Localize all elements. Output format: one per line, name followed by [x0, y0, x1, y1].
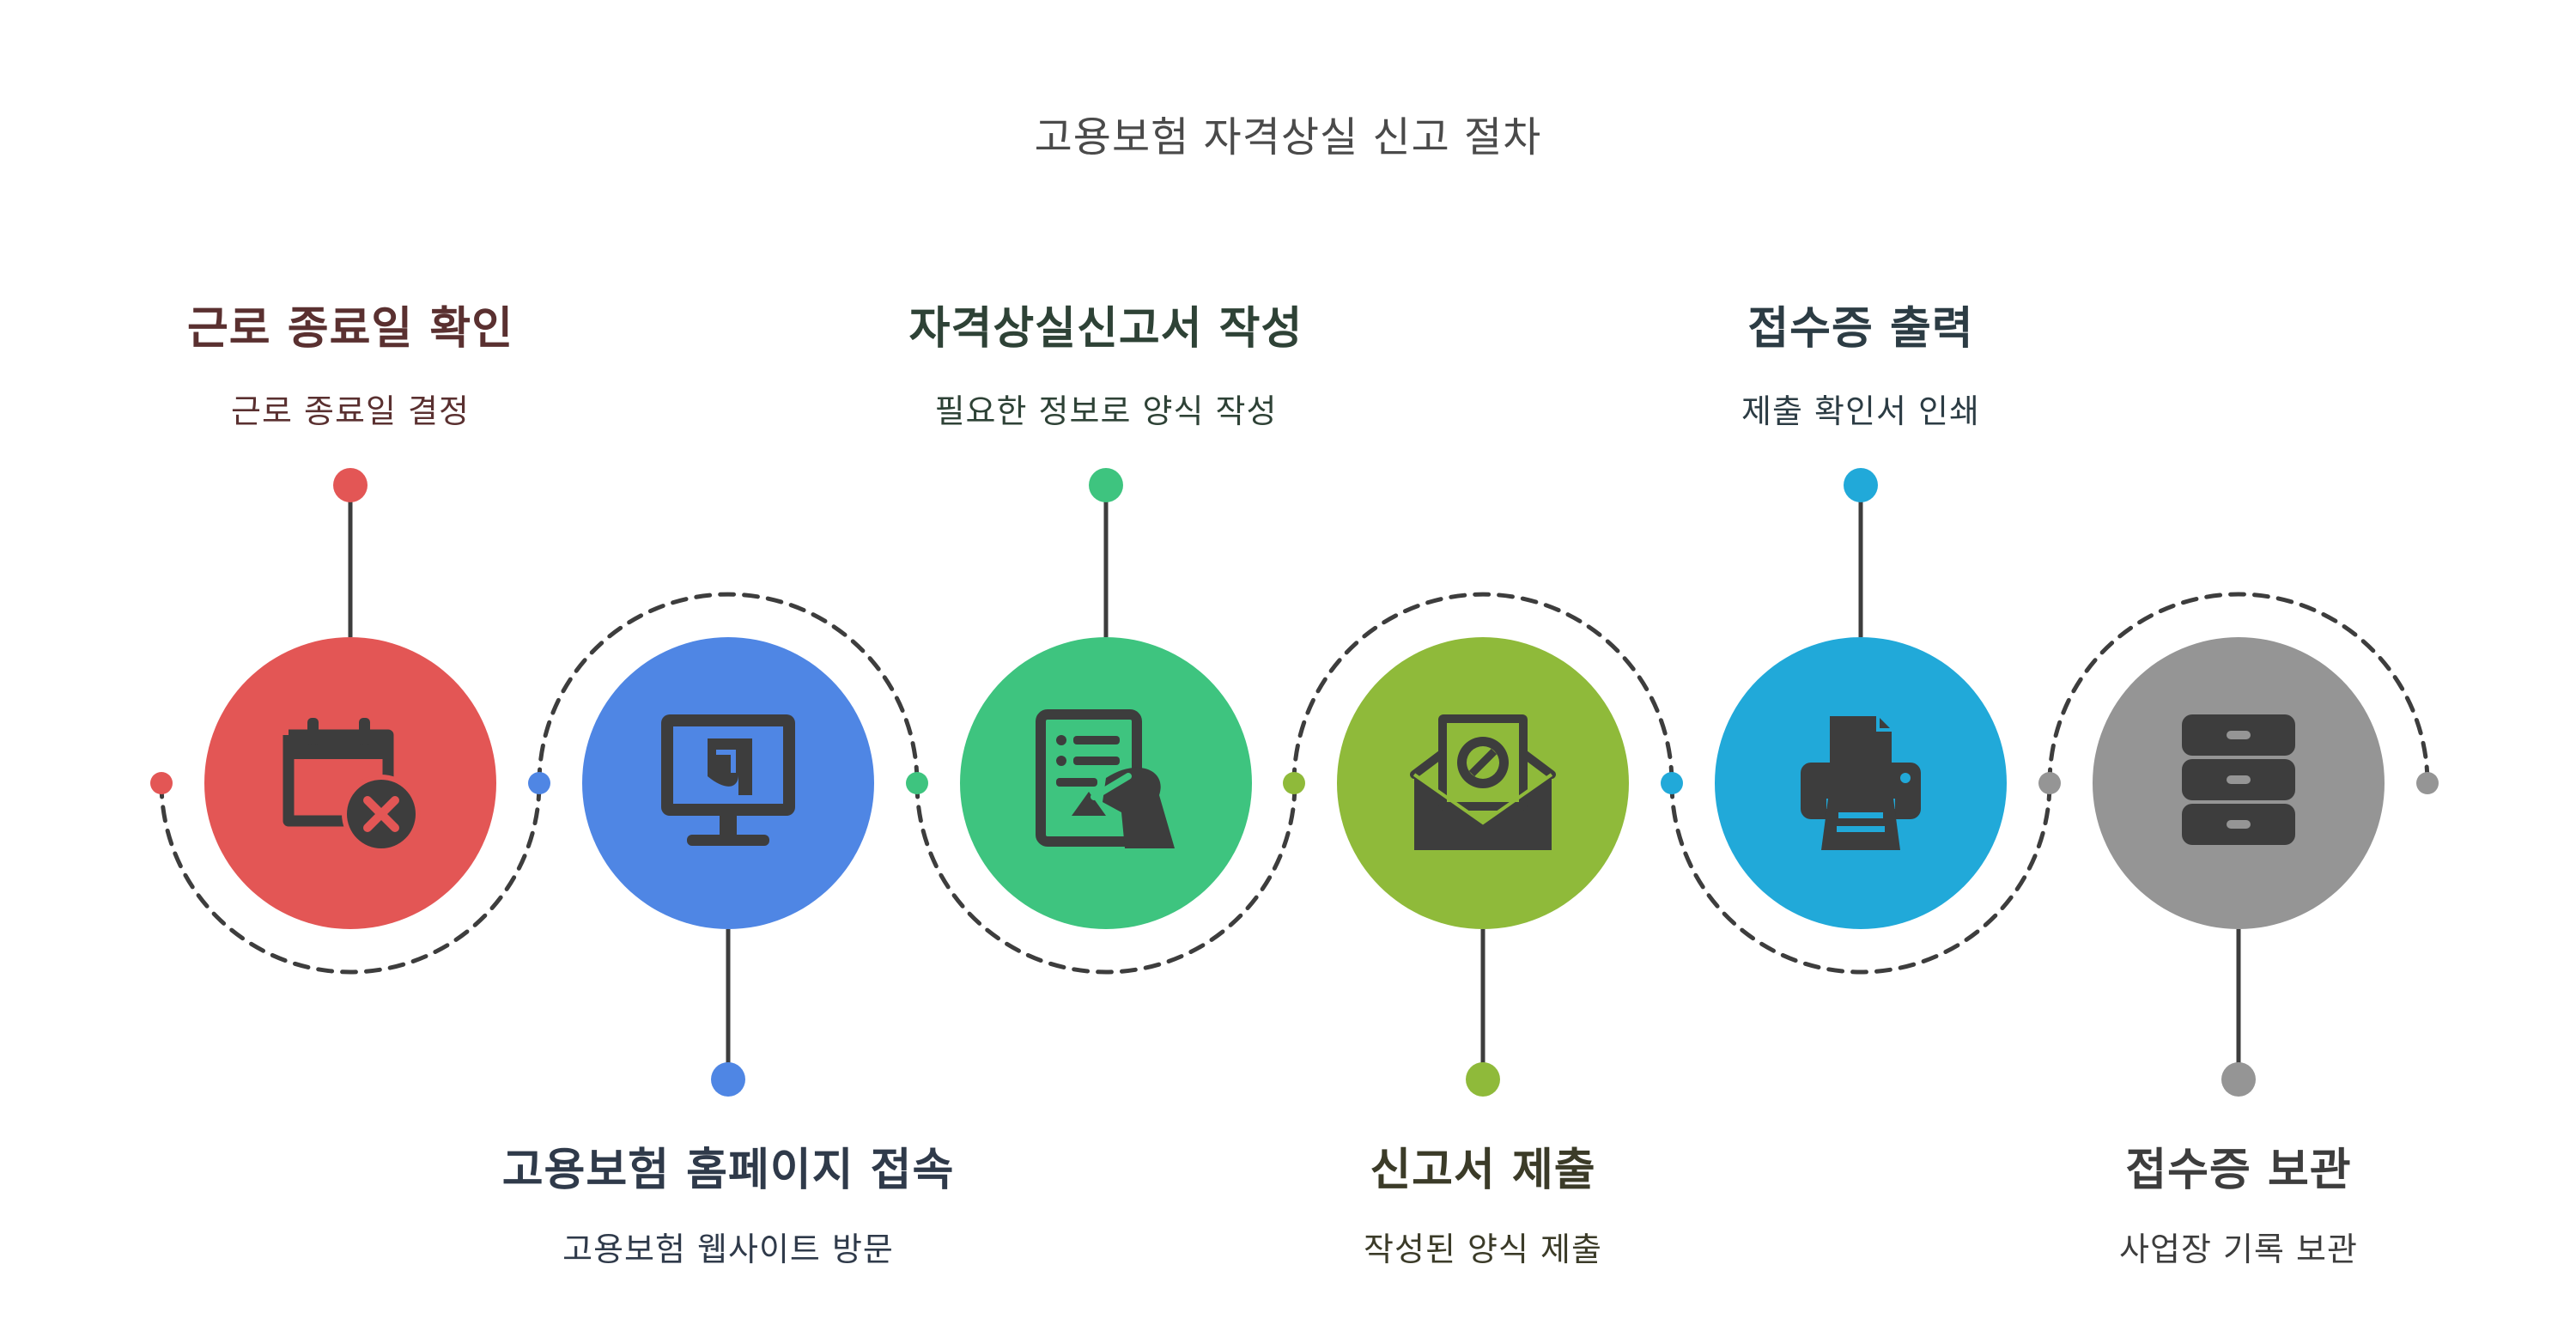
- step-title: 신고서 제출: [1370, 1145, 1596, 1196]
- step-description: 사업장 기록 보관: [2119, 1231, 2358, 1268]
- dashed-connector-arc: [537, 592, 920, 786]
- junction-dot: [1283, 772, 1305, 794]
- envelope-icon: [1410, 714, 1556, 850]
- dashed-connector-arc: [2047, 592, 2430, 786]
- monitor-icon: [661, 714, 795, 846]
- step-description: 작성된 양식 제출: [1364, 1231, 1602, 1268]
- dashed-connector-arc: [1291, 592, 1674, 786]
- step-title: 접수증 보관: [2125, 1145, 2352, 1196]
- dashed-connector-arc: [159, 781, 542, 975]
- step-description: 고용보험 웹사이트 방문: [562, 1231, 894, 1268]
- junction-dot: [2038, 772, 2061, 794]
- printer-icon: [1801, 716, 1921, 850]
- step-stem-dot: [1089, 468, 1123, 502]
- step-title: 근로 종료일 확인: [186, 303, 514, 355]
- step-description: 필요한 정보로 양식 작성: [934, 392, 1278, 430]
- junction-dot: [1661, 772, 1683, 794]
- step-description: 근로 종료일 결정: [231, 392, 470, 430]
- dashed-connector-arc: [914, 781, 1297, 975]
- calendar-x-icon: [283, 718, 421, 854]
- step-stem-dot: [333, 468, 368, 502]
- junction-dot: [528, 772, 550, 794]
- step-stem-dot: [1466, 1062, 1500, 1097]
- form-signing-icon: [1036, 709, 1175, 848]
- step-description: 제출 확인서 인쇄: [1741, 392, 1980, 430]
- step-stem-dot: [2221, 1062, 2256, 1097]
- dashed-connector-arc: [1669, 781, 2052, 975]
- step-title: 접수증 출력: [1747, 303, 1974, 355]
- step-stem-dot: [1844, 468, 1878, 502]
- junction-dot-end: [2416, 772, 2439, 794]
- step-circle: [204, 637, 496, 929]
- junction-dot: [150, 772, 173, 794]
- junction-dot: [906, 772, 928, 794]
- file-cabinet-icon: [2182, 714, 2295, 845]
- step-stem-dot: [711, 1062, 745, 1097]
- step-title: 고용보험 홈페이지 접속: [501, 1145, 955, 1196]
- step-title: 자격상실신고서 작성: [908, 303, 1303, 355]
- page-title: 고용보험 자격상실 신고 절차: [1034, 113, 1542, 161]
